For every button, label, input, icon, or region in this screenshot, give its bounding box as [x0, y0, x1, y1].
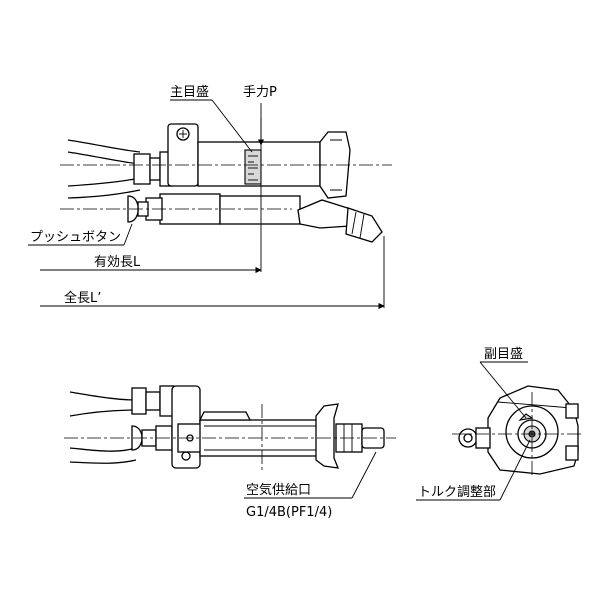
end-view [452, 385, 584, 476]
nozzle-body [297, 199, 355, 229]
nozzle-tip [345, 207, 383, 243]
effective-length-label: 有効長L [94, 255, 141, 270]
top-view [64, 385, 396, 470]
hand-force-label: 手力P [243, 85, 277, 100]
air-thread-label: G1/4B(PF1/4) [246, 505, 332, 520]
top-head [315, 403, 340, 469]
side-view-annotations: 主目盛 手力P プッシュボタン 有効長L 全長L’ [28, 85, 385, 310]
end-push-button [458, 428, 478, 448]
main-scale-window [244, 149, 262, 185]
torque-adjust-label: トルク調整部 [418, 485, 496, 500]
side-view [60, 118, 392, 308]
sub-scale-label: 副目盛 [484, 347, 523, 362]
sub-scale-mark [518, 413, 534, 421]
main-scale-label: 主目盛 [170, 85, 209, 100]
end-view-annotations: 副目盛 トルク調整部 [416, 347, 531, 501]
top-hose-nut [131, 387, 147, 415]
push-button-label: プッシュボタン [30, 230, 121, 245]
air-supply-label: 空気供給口 [246, 482, 311, 498]
hose-nut [133, 153, 151, 185]
total-length-label: 全長L’ [64, 290, 101, 306]
top-view-annotations: 空気供給口 G1/4B(PF1/4) [244, 451, 377, 520]
head-flare [319, 131, 351, 199]
